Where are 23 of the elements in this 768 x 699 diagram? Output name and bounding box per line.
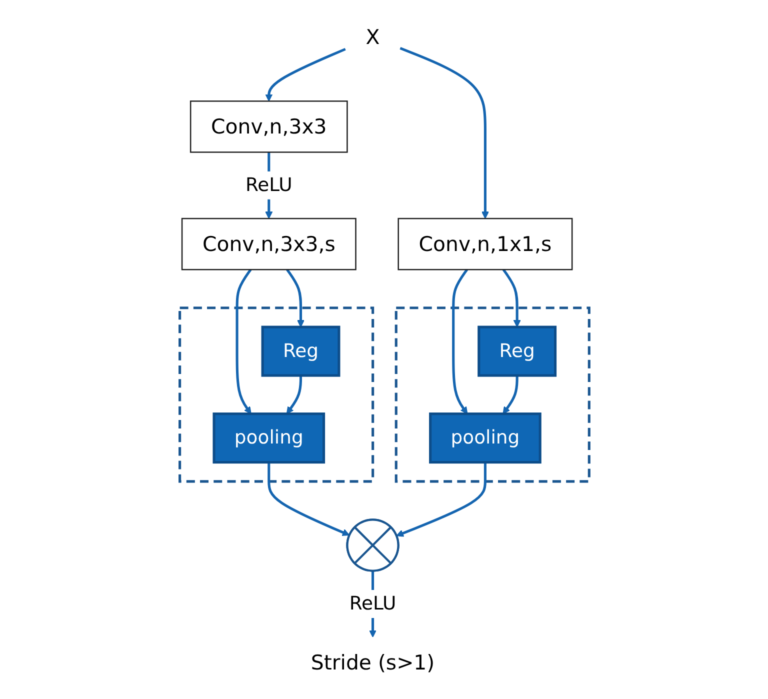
node-box: Conv,n,1x1,s bbox=[397, 217, 572, 270]
arrow bbox=[267, 462, 350, 536]
arrow bbox=[399, 46, 488, 218]
arrow bbox=[502, 375, 518, 414]
node-text: Stride (s>1) bbox=[310, 650, 434, 674]
arrow bbox=[286, 375, 302, 414]
node-box: Conv,n,3x3,s bbox=[180, 217, 356, 270]
node-box: Reg bbox=[260, 325, 340, 376]
arrow bbox=[286, 268, 304, 327]
cluster bbox=[394, 306, 590, 482]
arrow bbox=[235, 268, 252, 414]
node-text: X bbox=[365, 24, 380, 49]
node-box: Conv,n,3x3 bbox=[189, 100, 348, 152]
cluster bbox=[178, 306, 374, 482]
node-box: pooling bbox=[428, 412, 541, 464]
edge-label: ReLU bbox=[244, 174, 292, 196]
arrow bbox=[452, 268, 468, 414]
edge-label: ReLU bbox=[348, 592, 396, 614]
arrow bbox=[264, 47, 346, 101]
arrow bbox=[396, 462, 486, 536]
node-box: pooling bbox=[212, 412, 325, 464]
node-box: Reg bbox=[477, 325, 556, 376]
arrow bbox=[502, 268, 520, 327]
